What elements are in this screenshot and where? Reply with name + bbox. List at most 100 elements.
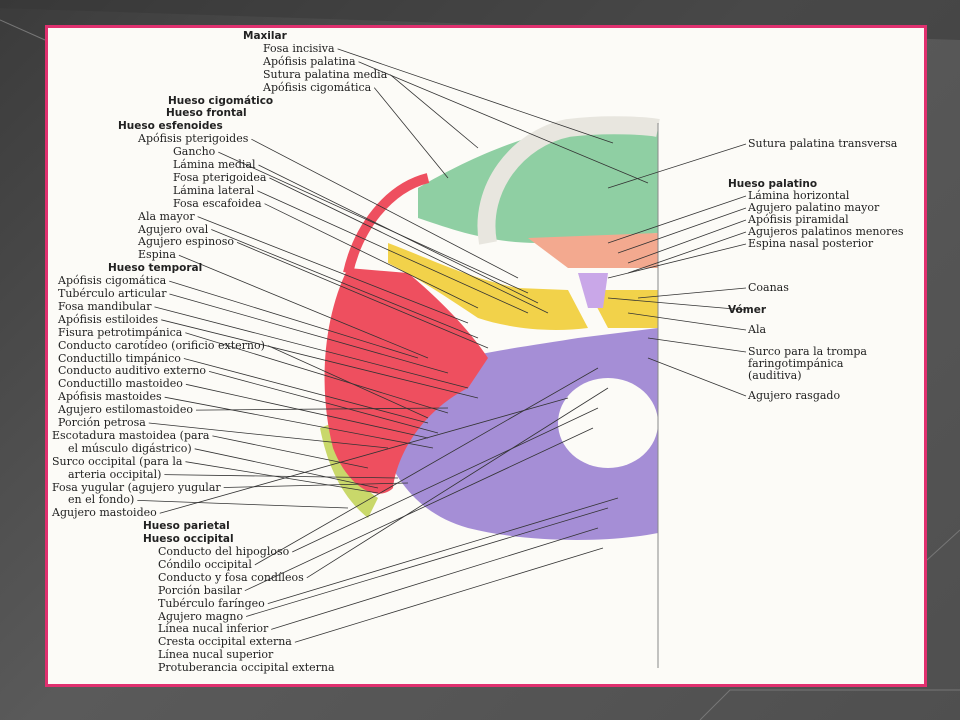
leader-line-right-10 <box>647 337 747 353</box>
leader-line-left-46 <box>271 527 599 630</box>
leader-line-left-24 <box>267 345 429 419</box>
leader-line-left-23 <box>185 332 449 414</box>
leader-line-left-21 <box>154 306 469 389</box>
label-left-36: en el fondo) <box>68 493 135 507</box>
label-right-10: Surco para la trompa <box>748 345 867 358</box>
leader-line-right-6 <box>607 243 747 279</box>
maxilla-region <box>418 126 658 243</box>
label-left-39: Hueso occipital <box>143 533 234 546</box>
leader-line-left-15 <box>211 229 479 339</box>
label-left-19: Apófisis cigomática <box>58 274 167 288</box>
label-left-17: Espina <box>138 248 176 262</box>
label-left-48: Línea nucal superior <box>158 648 274 662</box>
label-left-37: Agujero mastoideo <box>52 506 157 520</box>
leader-line-left-41 <box>254 367 599 566</box>
leader-line-left-47 <box>294 547 604 643</box>
leader-line-right-0 <box>607 143 747 189</box>
label-right-1: Hueso palatino <box>728 178 818 190</box>
palatine-bone-region <box>528 233 658 268</box>
label-left-8: Apófisis pterigoides <box>138 132 249 146</box>
label-left-6: Hueso frontal <box>166 107 247 120</box>
label-left-28: Apófisis mastoides <box>58 390 162 404</box>
label-left-25: Conductillo timpánico <box>58 351 181 365</box>
label-left-14: Ala mayor <box>138 209 195 223</box>
leader-line-right-13 <box>647 357 747 397</box>
leader-line-right-7 <box>637 287 747 299</box>
leader-line-right-5 <box>627 231 747 274</box>
vomer-region <box>578 273 608 308</box>
leader-line-left-43 <box>244 427 594 592</box>
label-left-22: Apófisis estiloides <box>58 312 159 326</box>
label-left-24: Conducto carotídeo (orificio externo) <box>58 338 265 352</box>
leader-line-left-1 <box>337 48 614 144</box>
leader-line-left-11 <box>269 177 549 314</box>
label-left-45: Agujero magno <box>158 609 244 623</box>
label-left-9: Gancho <box>173 145 216 159</box>
leader-line-left-3 <box>389 74 479 149</box>
label-left-40: Conducto del hipogloso <box>158 545 290 558</box>
leader-line-left-45 <box>245 507 609 617</box>
label-right-3: Agujero palatino mayor <box>748 201 880 214</box>
label-left-18: Hueso temporal <box>108 262 203 275</box>
leader-line-left-34 <box>164 474 399 479</box>
label-right-11: faringotimpánica <box>748 357 844 370</box>
skull-base-illustration <box>137 48 747 668</box>
leader-line-left-8 <box>251 138 519 279</box>
label-right-7: Coanas <box>748 281 789 294</box>
leader-line-left-10 <box>258 164 539 304</box>
label-right-5: Agujeros palatinos menores <box>748 225 904 238</box>
label-right-13: Agujero rasgado <box>748 389 841 402</box>
label-right-12: (auditiva) <box>748 369 802 382</box>
leader-line-left-16 <box>236 242 489 349</box>
label-left-15: Agujero oval <box>138 222 209 236</box>
label-left-31: Escotadura mastoidea (para <box>52 428 210 442</box>
label-left-41: Cóndilo occipital <box>158 557 252 571</box>
foramen-magnum <box>558 378 658 468</box>
leader-line-left-42 <box>306 387 609 579</box>
temporal-bone-region <box>324 268 488 494</box>
label-left-27: Conductillo mastoideo <box>58 377 183 391</box>
leader-line-left-26 <box>208 371 439 434</box>
label-left-1: Fosa incisiva <box>263 41 335 55</box>
leader-line-left-27 <box>185 383 429 439</box>
label-left-11: Fosa pterigoidea <box>173 170 267 184</box>
label-left-44: Tubérculo faríngeo <box>158 596 265 610</box>
leader-line-left-44 <box>267 497 619 604</box>
leader-line-left-32 <box>194 448 379 489</box>
leader-line-left-22 <box>161 319 479 399</box>
leader-line-left-29 <box>195 407 449 411</box>
label-right-6: Espina nasal posterior <box>748 237 874 250</box>
label-left-38: Hueso parietal <box>143 520 230 533</box>
label-right-0: Sutura palatina transversa <box>748 137 898 150</box>
leader-line-right-9 <box>627 312 747 331</box>
leader-line-right-8 <box>607 297 747 311</box>
label-right-9: Ala <box>748 323 767 336</box>
label-left-46: Línea nucal inferior <box>158 622 269 636</box>
leader-line-left-31 <box>212 435 369 469</box>
leader-line-right-4 <box>627 219 747 264</box>
leader-line-right-2 <box>607 195 747 244</box>
leader-line-left-2 <box>358 61 649 184</box>
label-left-49: Protuberancia occipital externa <box>158 661 335 675</box>
leader-line-right-3 <box>617 207 747 254</box>
label-left-21: Fosa mandibular <box>58 299 152 313</box>
label-left-7: Hueso esfenoides <box>118 120 223 133</box>
leader-line-left-14 <box>197 216 469 324</box>
label-left-47: Cresta occipital externa <box>158 635 292 649</box>
label-left-34: arteria occipital) <box>68 467 162 481</box>
label-left-23: Fisura petrotimpánica <box>58 325 183 339</box>
label-right-4: Apófisis piramidal <box>748 213 849 226</box>
label-left-26: Conducto auditivo externo <box>58 364 207 378</box>
leader-line-left-9 <box>218 151 529 294</box>
zygomatic-arch <box>343 173 430 275</box>
leader-line-left-30 <box>148 422 389 449</box>
label-left-13: Fosa escafoidea <box>173 196 262 210</box>
label-left-32: el músculo digástrico) <box>68 441 192 455</box>
leader-line-left-28 <box>164 396 434 449</box>
leader-line-left-20 <box>169 293 449 374</box>
label-left-10: Lámina medial <box>173 158 256 171</box>
label-left-16: Agujero espinoso <box>138 235 235 249</box>
